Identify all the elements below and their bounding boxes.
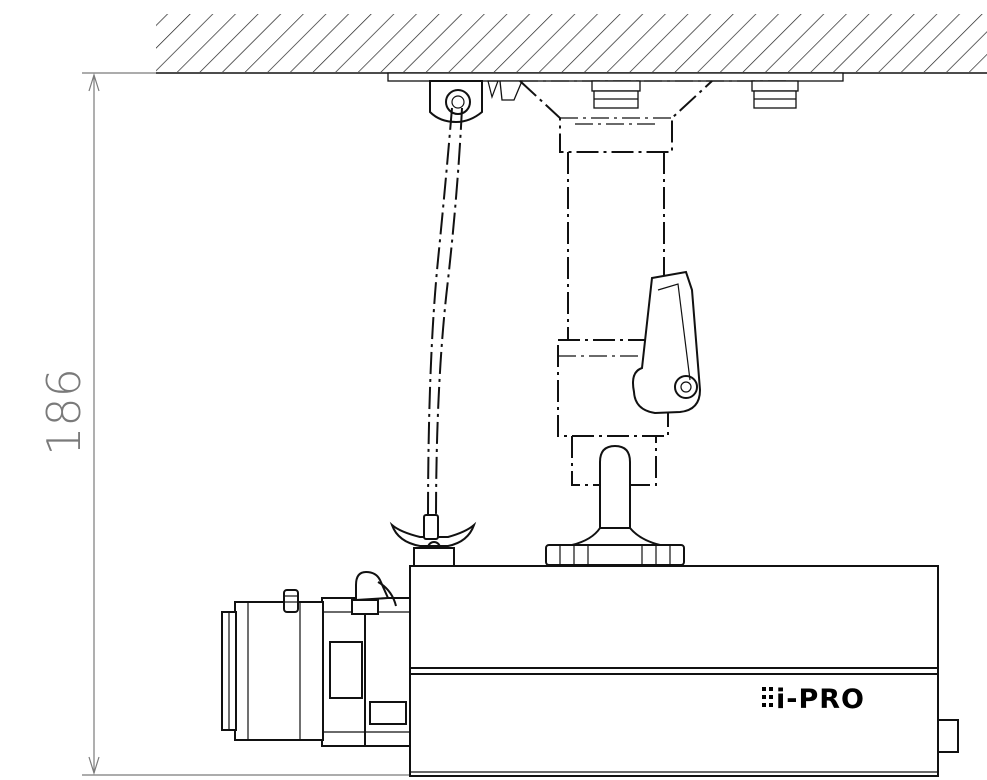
mount-cone	[519, 80, 713, 153]
bolt-right	[751, 80, 799, 109]
dimension-arrow-bottom	[88, 756, 100, 776]
height-dimension: 186	[37, 72, 410, 776]
safety-wire	[427, 107, 463, 521]
ceiling-hatching	[156, 14, 987, 72]
lens-barrel	[234, 601, 324, 741]
camera-body: i-PRO	[409, 565, 959, 777]
iris-cable-plug	[351, 570, 397, 615]
ceiling	[156, 14, 987, 74]
knurled-ring	[545, 544, 685, 566]
bolt-left	[591, 80, 641, 109]
rear-connector	[937, 719, 959, 753]
base-plate	[387, 72, 844, 82]
brand-dot-grid	[762, 687, 773, 707]
wing-screw	[389, 514, 477, 567]
lever-pivot	[674, 375, 698, 399]
safety-wire-anchor	[429, 80, 523, 124]
tilt-lever	[632, 270, 702, 415]
lens-assembly	[221, 570, 411, 747]
camera-mount-stem	[545, 444, 685, 566]
brand-logo: i-PRO	[762, 684, 865, 715]
brand-label: i-PRO	[776, 684, 865, 715]
focus-screw	[283, 589, 299, 613]
mount-base-plate	[387, 72, 844, 124]
dimension-arrow-top	[88, 72, 100, 92]
dimension-height-label: 186	[37, 368, 91, 456]
camera-housing	[409, 565, 939, 777]
